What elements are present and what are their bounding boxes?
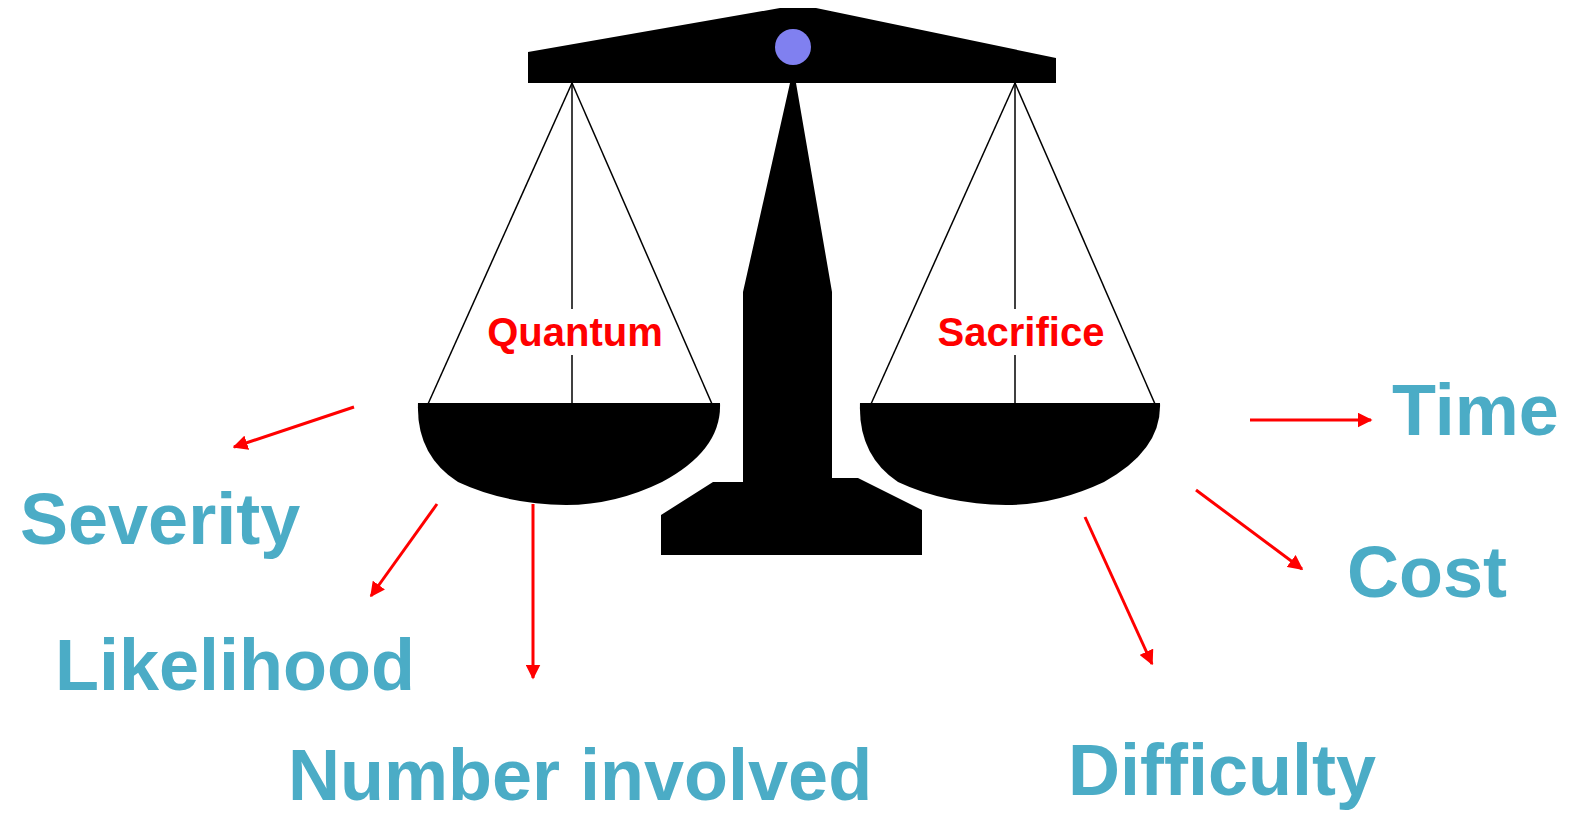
- pan-bowl: [418, 403, 720, 505]
- scale-pivot: [775, 29, 811, 65]
- factor-label: Time: [1392, 374, 1559, 446]
- factor-label: Cost: [1347, 536, 1507, 608]
- pan-label: Quantum: [484, 309, 666, 355]
- factor-label: Number involved: [288, 739, 872, 811]
- scale-pan: Quantum: [418, 300, 720, 505]
- scale-post: [661, 83, 922, 555]
- scale-strings: [428, 83, 1155, 404]
- factor-label: Severity: [20, 483, 300, 555]
- pan-bowl: [860, 403, 1160, 505]
- factor-label: Likelihood: [55, 629, 415, 701]
- pan-label: Sacrifice: [935, 309, 1108, 355]
- scale-pan: Sacrifice: [860, 300, 1160, 505]
- scale-beam: [528, 8, 1056, 83]
- factor-label: Difficulty: [1068, 734, 1376, 806]
